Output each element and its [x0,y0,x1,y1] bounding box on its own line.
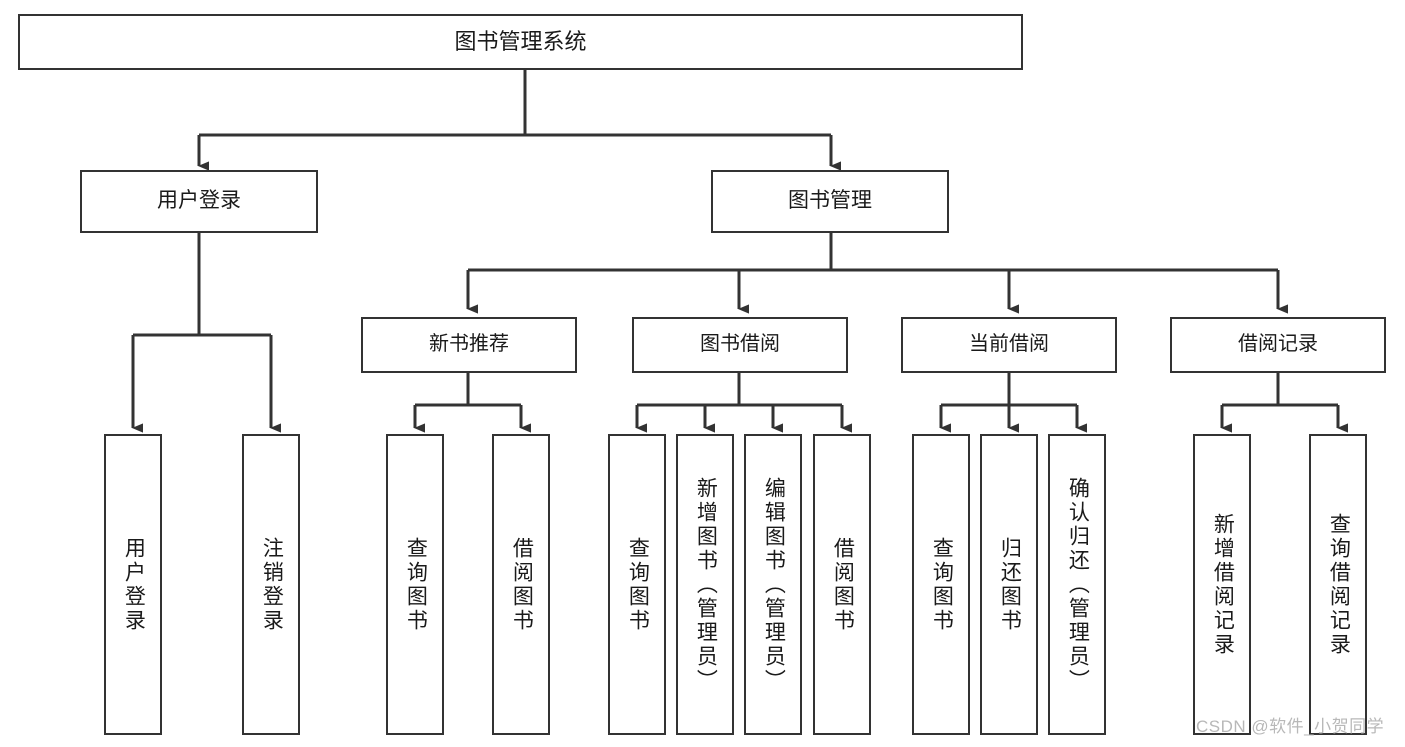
leaf-cb-query-book[interactable]: 查询图书 [912,434,970,735]
leaf-bb-add-book-label: 新增图书（管理员） [694,476,718,693]
leaf-bb-add-book[interactable]: 新增图书（管理员） [676,434,734,735]
leaf-bb-query-book[interactable]: 查询图书 [608,434,666,735]
leaf-nb-query-book-label: 查询图书 [404,536,428,633]
leaf-br-add-record-label: 新增借阅记录 [1211,512,1235,657]
node-current-borrow-label: 当前借阅 [969,333,1049,356]
leaf-user-login-label: 用户登录 [122,536,146,633]
leaf-bb-query-book-label: 查询图书 [626,536,650,633]
leaf-logout[interactable]: 注销登录 [242,434,300,735]
leaf-nb-query-book[interactable]: 查询图书 [386,434,444,735]
leaf-cb-query-book-label: 查询图书 [930,536,954,633]
leaf-bb-borrow-book-label: 借阅图书 [831,536,855,633]
leaf-cb-return-book[interactable]: 归还图书 [980,434,1038,735]
leaf-bb-borrow-book[interactable]: 借阅图书 [813,434,871,735]
leaf-logout-label: 注销登录 [260,536,284,633]
leaf-bb-edit-book[interactable]: 编辑图书（管理员） [744,434,802,735]
leaf-nb-borrow-book[interactable]: 借阅图书 [492,434,550,735]
node-root-label: 图书管理系统 [454,29,587,55]
node-book-management-label: 图书管理 [788,189,872,213]
node-book-borrow-label: 图书借阅 [700,333,780,356]
node-user-login-label: 用户登录 [157,189,241,213]
leaf-br-query-record-label: 查询借阅记录 [1327,512,1351,657]
leaf-nb-borrow-book-label: 借阅图书 [510,536,534,633]
node-borrow-records[interactable]: 借阅记录 [1170,317,1386,373]
leaf-br-query-record[interactable]: 查询借阅记录 [1309,434,1367,735]
node-book-borrow[interactable]: 图书借阅 [632,317,848,373]
leaf-user-login[interactable]: 用户登录 [104,434,162,735]
node-borrow-records-label: 借阅记录 [1238,333,1318,356]
leaf-cb-confirm-return[interactable]: 确认归还（管理员） [1048,434,1106,735]
node-root[interactable]: 图书管理系统 [18,14,1023,70]
leaf-cb-return-book-label: 归还图书 [998,536,1022,633]
node-current-borrow[interactable]: 当前借阅 [901,317,1117,373]
node-new-book-recommend[interactable]: 新书推荐 [361,317,577,373]
node-book-management[interactable]: 图书管理 [711,170,949,233]
node-new-book-recommend-label: 新书推荐 [429,333,509,356]
node-user-login[interactable]: 用户登录 [80,170,318,233]
watermark-text: CSDN @软件_小贺同学 [1196,717,1385,736]
leaf-bb-edit-book-label: 编辑图书（管理员） [762,476,786,693]
leaf-br-add-record[interactable]: 新增借阅记录 [1193,434,1251,735]
leaf-cb-confirm-return-label: 确认归还（管理员） [1066,476,1090,693]
